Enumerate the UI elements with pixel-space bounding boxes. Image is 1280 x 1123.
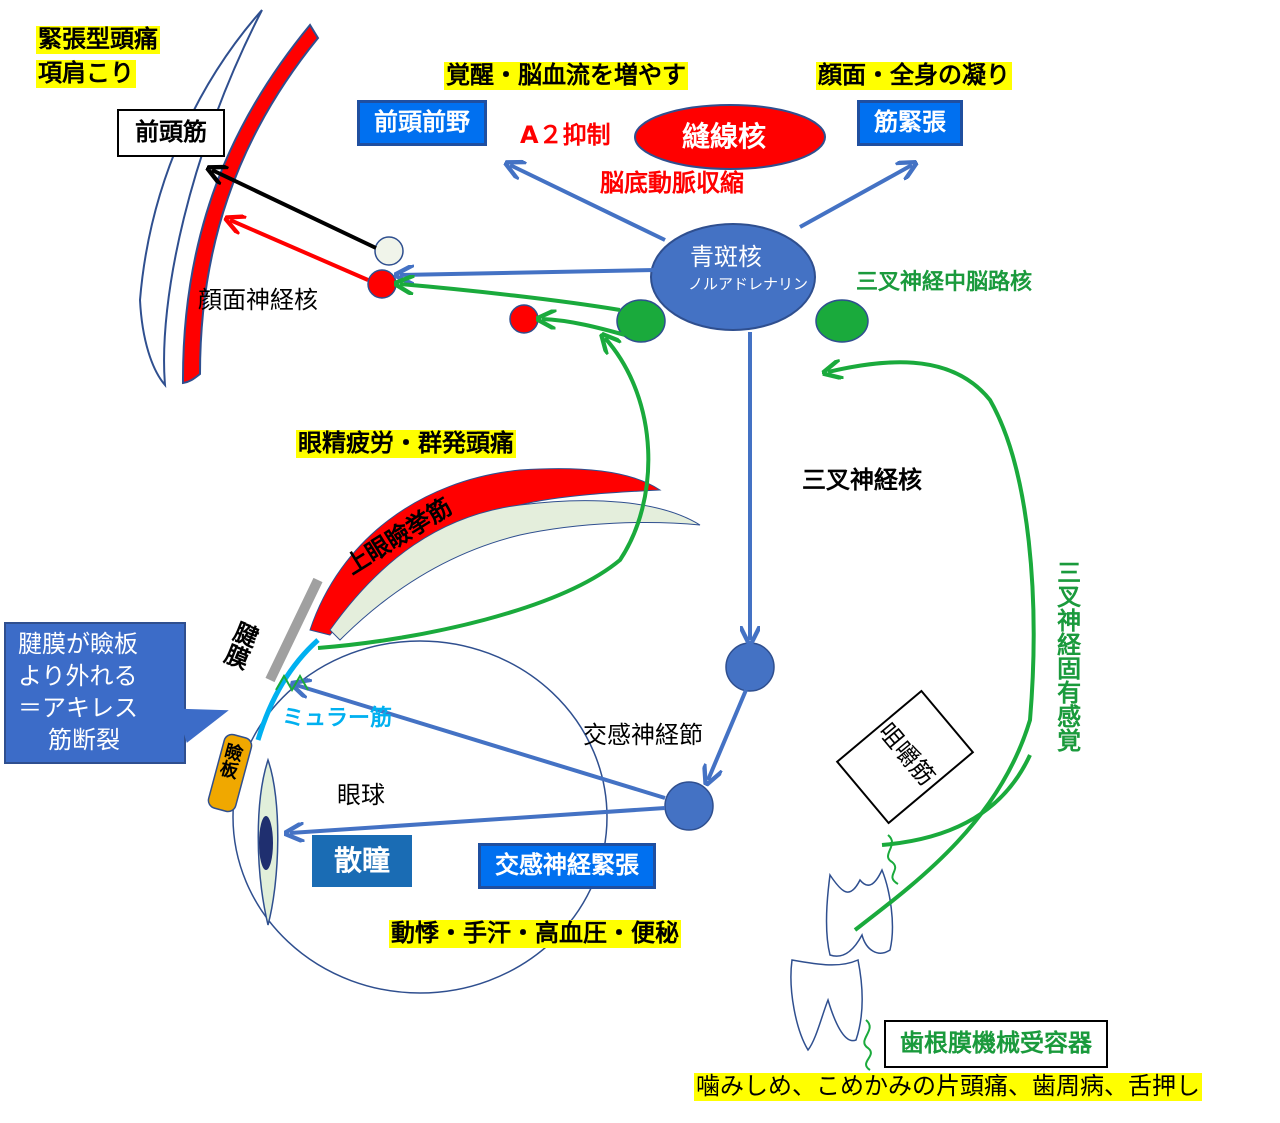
- callout-text: 腱膜が瞼板 より外れる ＝アキレス 筋断裂: [18, 628, 138, 756]
- label-a2-inhibition: A２抑制: [520, 121, 611, 149]
- locus-coeruleus-node: [650, 223, 816, 331]
- callout-line-4: 筋断裂: [48, 726, 120, 754]
- callout-line-1: 腱膜が瞼板: [18, 630, 138, 658]
- label-trigeminal-nucleus: 三叉神経核: [802, 466, 922, 494]
- label-sympathetic-ganglion: 交感神経節: [583, 721, 703, 749]
- green-path-levator: [317, 338, 651, 650]
- squiggle-masseter: [887, 834, 899, 885]
- levator-light-shape: [329, 500, 701, 641]
- arrow-lc-facial: [400, 270, 656, 275]
- green-path-to-small-red: [542, 319, 626, 337]
- tooth-upper-shape: [825, 868, 894, 957]
- arrow-black-frontalis: [212, 170, 377, 250]
- arrow-node-ganglion: [708, 689, 748, 780]
- pupil-shape: [259, 816, 273, 870]
- green-node-left: [616, 299, 666, 343]
- label-noradrenaline: ノルアドレナリン: [688, 275, 809, 293]
- sympathetic-ganglion-node: [664, 781, 714, 831]
- green-path-proprio: [828, 362, 1036, 932]
- label-prefrontal: 前頭前野: [357, 100, 487, 146]
- callout-line-3: ＝アキレス: [18, 694, 138, 722]
- label-muscle-tension: 筋緊張: [857, 100, 963, 146]
- small-red-node: [509, 304, 539, 334]
- callout-box: [4, 622, 186, 764]
- label-tension-headache: 緊張型頭痛: [36, 25, 160, 54]
- facial-nucleus-red-node: [367, 269, 397, 299]
- label-bottom-symptoms: 噛みしめ、こめかみの片頭痛、歯周病、舌押し: [694, 1072, 1202, 1101]
- aponeurosis-shape: [265, 577, 323, 683]
- masseter-box: [835, 689, 975, 825]
- label-trigeminal-proprio: 三叉神経固有感覚: [1052, 560, 1081, 752]
- arrow-ganglion-pupil: [290, 806, 666, 833]
- arrow-lc-prefrontal: [510, 165, 666, 242]
- label-facial-nucleus: 顔面神経核: [198, 286, 318, 314]
- label-muller: ミュラー筋: [282, 706, 393, 731]
- label-sympathetic-tension: 交感神経緊張: [478, 843, 656, 889]
- raphe-nucleus: [634, 104, 826, 170]
- blue-node-mid: [725, 642, 775, 692]
- label-pdl-receptor: 歯根膜機械受容器: [884, 1020, 1108, 1068]
- muller-shape: [255, 638, 320, 741]
- green-path-masseter: [881, 754, 1032, 847]
- green-path-to-facial: [400, 284, 621, 312]
- label-mydriasis: 散瞳: [312, 835, 412, 887]
- callout-line-2: より外れる: [18, 662, 138, 690]
- frontalis-muscle-shape: [181, 23, 320, 385]
- label-frontalis: 前頭筋: [117, 109, 225, 157]
- green-node-right: [815, 299, 869, 343]
- squiggle-eyelid: [275, 673, 309, 693]
- facial-nucleus-white-node: [374, 236, 404, 266]
- eyeball-shape: [232, 640, 608, 994]
- tarsus-shape: [207, 733, 253, 813]
- label-locus-coeruleus: 青斑核: [690, 243, 762, 271]
- tooth-lower-shape: [790, 958, 863, 1052]
- label-trigeminal-mes-nucleus: 三叉神経中脳路核: [856, 270, 1033, 295]
- label-eyeball: 眼球: [337, 781, 385, 809]
- squiggle-tooth: [863, 1019, 872, 1071]
- arrow-red-frontalis: [230, 220, 369, 282]
- arrow-lc-muscle: [799, 165, 912, 229]
- label-basilar-constriction: 脳底動脈収縮: [600, 169, 744, 197]
- label-arousal: 覚醒・脳血流を増やす: [444, 61, 688, 90]
- label-shoulder-stiffness: 項肩こり: [36, 59, 136, 88]
- label-symptoms: 動悸・手汗・高血圧・便秘: [389, 919, 681, 948]
- label-raphe: 縫線核: [682, 120, 767, 153]
- label-face-body-stiffness: 顔面・全身の凝り: [816, 61, 1012, 90]
- arrow-ganglion-muller: [296, 685, 666, 800]
- label-eye-fatigue: 眼精疲労・群発頭痛: [296, 429, 516, 458]
